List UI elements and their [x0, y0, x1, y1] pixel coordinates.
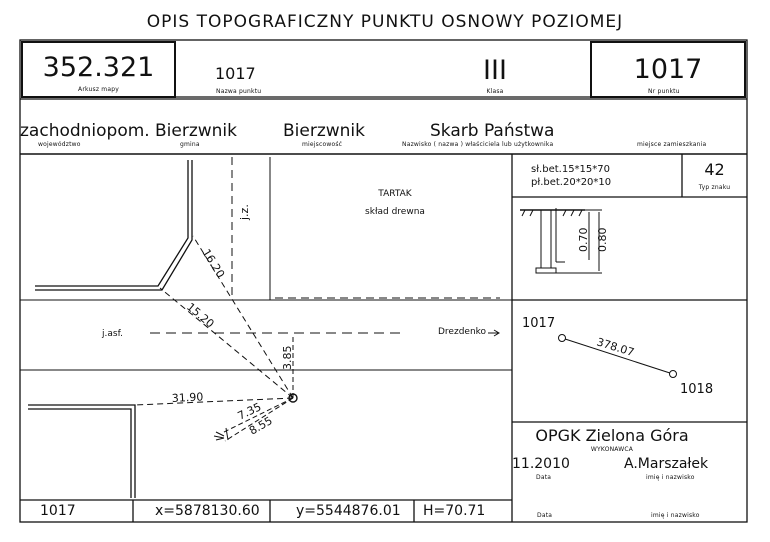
owner: Skarb Państwa [430, 121, 555, 141]
footer-h: H=70.71 [423, 503, 486, 519]
document-title: OPIS TOPOGRAFICZNY PUNKTU OSNOWY POZIOME… [146, 12, 624, 32]
measure-16-20: 16.20 [199, 247, 227, 281]
residence-label: miejsce zamieszkania [637, 141, 707, 148]
material-1: sł.bet.15*15*70 [531, 164, 611, 175]
to-point: 1018 [680, 382, 714, 397]
executor-company: OPGK Zielona Góra [535, 426, 689, 445]
sheet-number: 352.321 [42, 52, 155, 83]
road-label: j.asf. [102, 329, 123, 339]
locality-label: miejscowość [302, 141, 343, 148]
measure-15-20: 15.20 [184, 300, 216, 330]
depth-0-70: 0.70 [577, 228, 590, 253]
direction-label: Drezdenko [438, 327, 487, 337]
executor-person-label: imię i nazwisko [646, 474, 695, 481]
measure-31-90: 31.90 [171, 390, 203, 405]
outer-frame [19, 39, 748, 523]
footer-y: y=5544876.01 [296, 503, 401, 519]
measure-3-85: 3.85 [281, 346, 294, 371]
point-name-label: Nazwa punktu [216, 88, 262, 95]
depth-0-80: 0.80 [596, 228, 609, 253]
marker-type-label: Typ znaku [698, 184, 731, 191]
area-name: TARTAK [378, 189, 412, 199]
material-2: pł.bet.20*20*10 [531, 177, 612, 188]
executor-company-label: WYKONAWCA [590, 446, 634, 453]
footer-x: x=5878130.60 [155, 503, 260, 519]
point-name: 1017 [215, 64, 256, 83]
executor-date: 11.2010 [512, 456, 570, 472]
footer-person-label: imię i nazwisko [651, 512, 700, 519]
side-road-label: j.z. [238, 204, 251, 221]
voivodeship-label: województwo [38, 141, 81, 148]
commune-label: gmina [180, 141, 200, 148]
footer-point: 1017 [40, 503, 76, 519]
sheet-label: Arkusz mapy [78, 86, 119, 93]
footer-date-label: Data [537, 512, 553, 519]
marker-type: 42 [704, 160, 725, 179]
area-desc: skład drewna [365, 207, 425, 217]
voivodeship: zachodniopom. [20, 121, 150, 141]
owner-label: Nazwisko ( nazwa ) właściciela lub użytk… [402, 141, 554, 148]
class-label: Klasa [486, 88, 504, 95]
commune: Bierzwnik [155, 121, 238, 141]
class-value: III [483, 55, 507, 86]
executor-person: A.Marszałek [624, 456, 709, 472]
point-number: 1017 [633, 54, 703, 85]
from-point: 1017 [522, 316, 556, 331]
point-number-label: Nr punktu [648, 88, 680, 95]
locality: Bierzwnik [283, 121, 366, 141]
executor-date-label: Data [536, 474, 552, 481]
